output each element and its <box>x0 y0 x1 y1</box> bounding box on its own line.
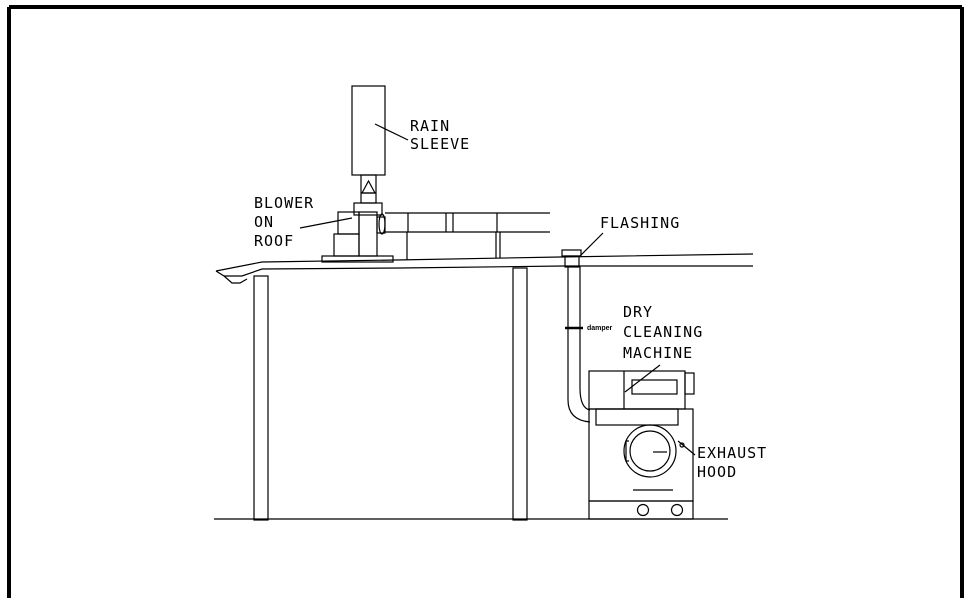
dry-cleaning-machine <box>588 370 695 520</box>
vertical-duct <box>561 249 591 423</box>
label-exhaust-hood-line2: HOOD <box>697 463 737 481</box>
label-exhaust-hood-line1: EXHAUST <box>697 444 767 462</box>
roof <box>215 253 754 284</box>
label-dry-cleaning-machine: DRY CLEANING MACHINE <box>623 303 703 393</box>
label-blower-line1: BLOWER <box>254 194 314 212</box>
label-exhaust-hood: EXHAUST HOOD <box>677 440 767 481</box>
label-damper: damper <box>587 325 613 332</box>
label-dry-cleaning-line3: MACHINE <box>623 344 693 362</box>
exhaust-duct <box>385 212 550 260</box>
rain-sleeve <box>351 85 386 176</box>
blower-assembly <box>321 85 394 263</box>
building-columns <box>253 267 528 521</box>
label-blower: BLOWER ON ROOF <box>254 194 353 250</box>
label-flashing-text: FLASHING <box>600 214 680 232</box>
label-rain-sleeve: RAIN SLEEVE <box>374 117 470 153</box>
label-rain-sleeve-line2: SLEEVE <box>410 135 470 153</box>
label-blower-line3: ROOF <box>254 232 294 250</box>
label-flashing: FLASHING <box>579 214 680 257</box>
label-dry-cleaning-line2: CLEANING <box>623 323 703 341</box>
label-rain-sleeve-line1: RAIN <box>410 117 450 135</box>
label-blower-line2: ON <box>254 213 274 231</box>
drawing-frame <box>7 5 964 598</box>
label-damper-text: damper <box>587 325 613 332</box>
label-dry-cleaning-line1: DRY <box>623 303 653 321</box>
